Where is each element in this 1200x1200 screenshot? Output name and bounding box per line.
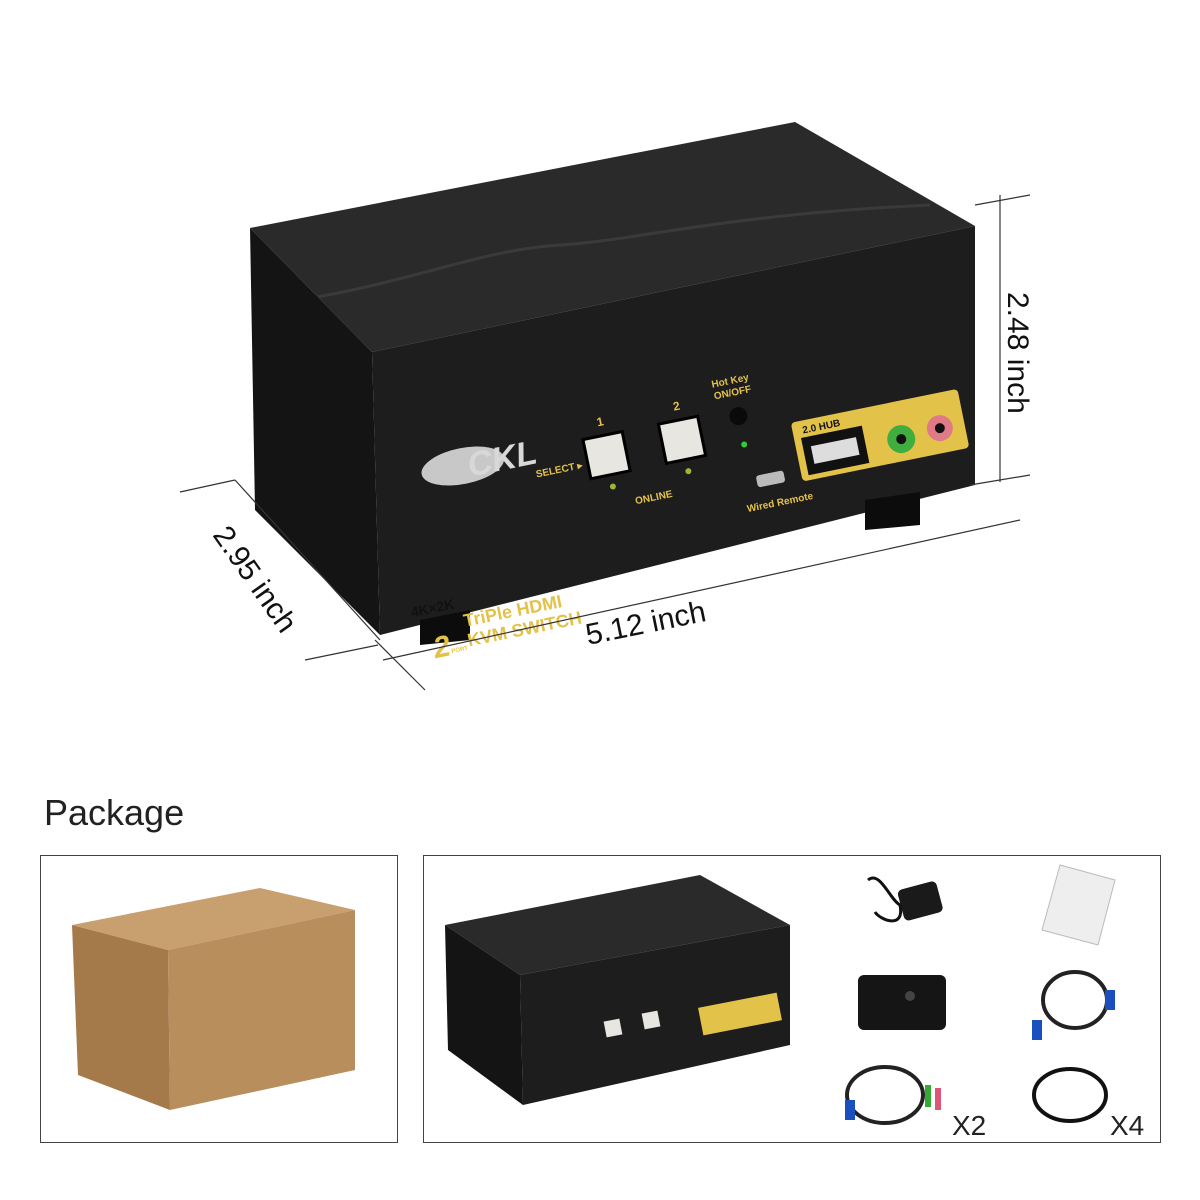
- button2-label: 2: [672, 399, 682, 414]
- led-online-1: [609, 483, 616, 490]
- hotkey-button[interactable]: [728, 405, 749, 426]
- package-contents-frame: [423, 855, 1161, 1143]
- kvm-cable-image: [845, 1065, 941, 1125]
- dimension-lines: [179, 194, 1031, 691]
- hdmi-cable-quantity: X4: [1110, 1110, 1144, 1141]
- hdmi-cable-image: [1032, 1067, 1108, 1123]
- package-title: Package: [44, 792, 185, 833]
- select-button-2[interactable]: [656, 414, 708, 466]
- kvm-switch-package-image: [445, 875, 790, 1105]
- select-button-1[interactable]: [581, 429, 632, 481]
- usb-cable-image: [1032, 970, 1115, 1040]
- user-manual-image: [1041, 864, 1116, 946]
- width-dimension: 5.12 inch: [583, 595, 709, 652]
- power-adapter-image: [867, 876, 943, 923]
- port-word: PORT: [451, 646, 469, 655]
- ckl-logo-icon: [421, 446, 505, 486]
- wired-remote-image: [858, 975, 946, 1030]
- package-box-frame: [40, 855, 398, 1143]
- retail-box-image: [72, 888, 355, 1110]
- micro-usb-port-icon: [756, 470, 785, 488]
- height-dimension: 2.48 inch: [1001, 292, 1034, 414]
- led-online-2: [685, 468, 692, 475]
- kvm-cable-quantity: X2: [952, 1110, 986, 1141]
- button1-label: 1: [595, 414, 605, 429]
- kvm-switch-main: CKL 1 2 SELECT ▸ ONLINE Hot Key ON/OFF W…: [250, 122, 975, 665]
- hotkey-led: [741, 441, 748, 448]
